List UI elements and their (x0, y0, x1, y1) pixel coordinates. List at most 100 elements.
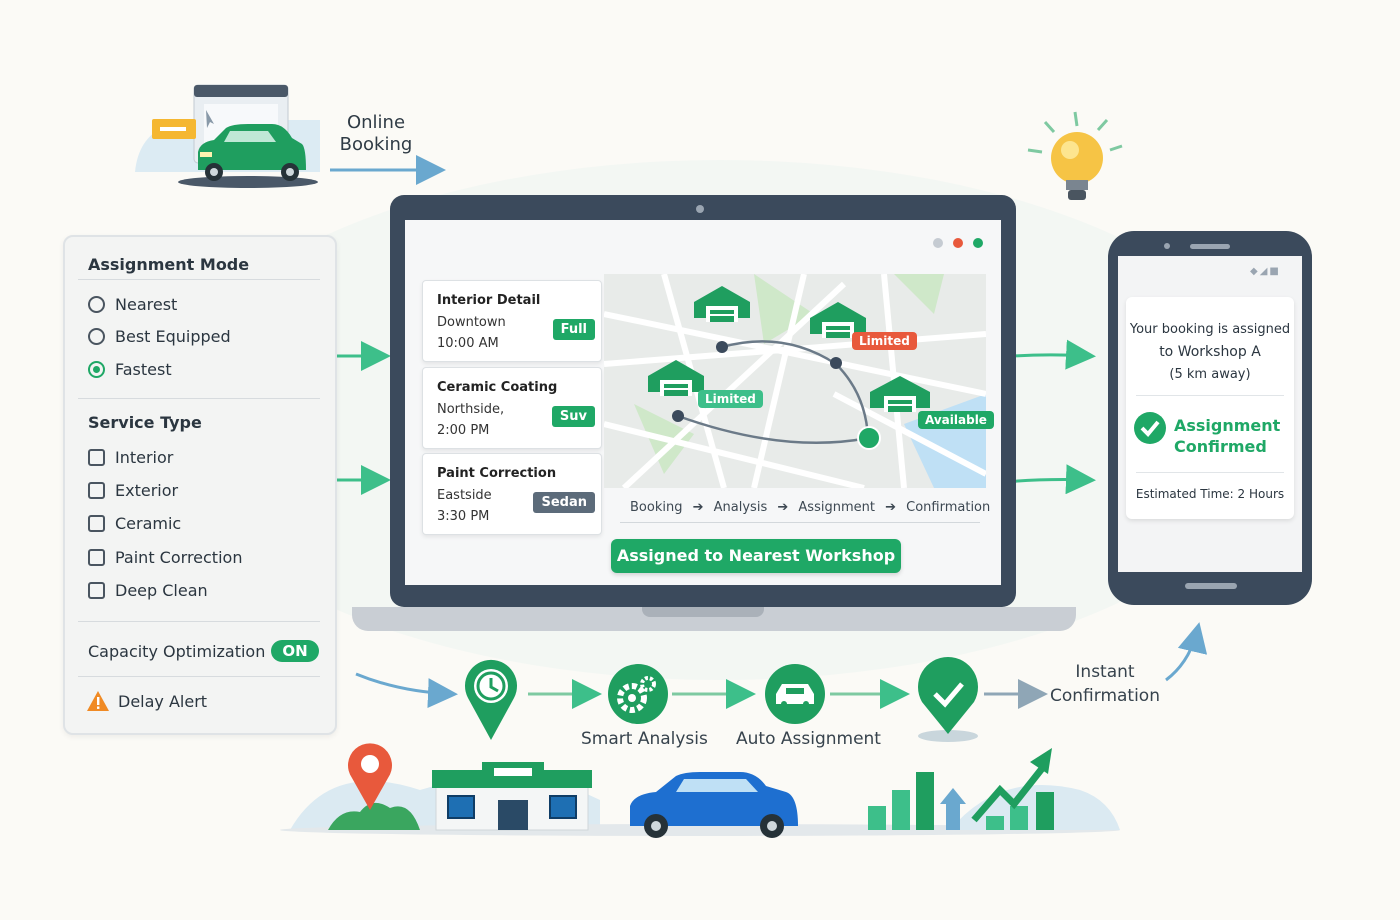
checkbox-label: Paint Correction (115, 548, 243, 567)
window-dot-grey[interactable] (933, 238, 943, 248)
instant-line1: Instant (1075, 662, 1135, 682)
warning-icon (87, 691, 109, 711)
checkbox-interior[interactable]: Interior (88, 448, 173, 467)
booking-location: Downtown (437, 315, 506, 330)
checkbox-paint-correction[interactable]: Paint Correction (88, 548, 242, 567)
checkbox-label: Exterior (115, 481, 179, 500)
assignment-mode-title: Assignment Mode (88, 255, 250, 274)
divider (78, 676, 320, 677)
divider (78, 398, 320, 399)
checkbox[interactable] (88, 549, 105, 566)
radio-label: Nearest (115, 295, 178, 314)
online-booking-caption: Online Booking (338, 112, 414, 156)
checkbox-label: Interior (115, 448, 174, 467)
radio-circle-selected[interactable] (88, 361, 105, 378)
camera-dot (696, 205, 704, 213)
booking-tag: Suv (551, 406, 595, 427)
radio-label: Fastest (115, 360, 172, 379)
booking-card[interactable]: Paint Correction Eastside 3:30 PM Sedan (422, 453, 602, 535)
booking-service: Ceramic Coating (437, 380, 558, 395)
home-bar[interactable] (1185, 583, 1237, 589)
assignment-confirmed: Assignment Confirmed (1174, 415, 1280, 457)
workshop-map[interactable] (604, 274, 986, 488)
arrow-right-icon: ➔ (692, 500, 704, 515)
radio-circle[interactable] (88, 296, 105, 313)
check-circle-icon (1134, 412, 1166, 444)
radio-fastest[interactable]: Fastest (88, 360, 172, 379)
booking-service: Interior Detail (437, 293, 541, 308)
workshop-pin-icon (870, 376, 930, 412)
workshop-pin-icon (648, 360, 704, 396)
flow-step: Booking (630, 500, 683, 515)
capacity-toggle[interactable]: ON (271, 640, 319, 662)
notification-line2: to Workshop A (1159, 344, 1261, 360)
workshop-pin-icon (694, 286, 750, 322)
checkbox[interactable] (88, 449, 105, 466)
settings-panel (63, 235, 337, 735)
booking-time: 3:30 PM (437, 509, 490, 524)
smart-analysis-label: Smart Analysis (581, 729, 708, 749)
phone-speaker (1190, 244, 1230, 249)
notification-card[interactable]: Your booking is assigned to Workshop A (… (1126, 297, 1294, 519)
radio-circle[interactable] (88, 328, 105, 345)
radio-label: Best Equipped (115, 327, 231, 346)
check-pin-icon (918, 657, 979, 742)
window-dot-red[interactable] (953, 238, 963, 248)
booking-service: Paint Correction (437, 466, 557, 481)
booking-location: Eastside (437, 488, 492, 503)
divider (1136, 395, 1284, 396)
booking-card[interactable]: Ceramic Coating Northside, 2:00 PM Suv (422, 367, 602, 449)
online-booking-line1: Online (346, 112, 406, 133)
capacity-label: Capacity Optimization (88, 641, 266, 661)
car-circle-icon (765, 664, 825, 724)
arrow-right-icon: ➔ (885, 500, 896, 515)
auto-assignment-label: Auto Assignment (736, 729, 881, 749)
map-badge-limited: Limited (852, 332, 917, 350)
confirmed-line2: Confirmed (1174, 437, 1267, 456)
flow-step: Confirmation (906, 500, 991, 515)
booking-tag: Sedan (533, 492, 595, 513)
arrow-right-icon: ➔ (777, 500, 789, 515)
confirmed-line1: Assignment (1174, 416, 1281, 435)
notification-line3: (5 km away) (1169, 367, 1251, 382)
flow-step: Assignment (798, 500, 875, 515)
assigned-workshop-button[interactable]: Assigned to Nearest Workshop (611, 539, 901, 573)
location-pin-icon (348, 743, 392, 810)
map-badge-available: Available (918, 411, 994, 429)
estimated-time: Estimated Time: 2 Hours (1135, 487, 1285, 501)
lightbulb-icon (1027, 111, 1123, 200)
checkbox[interactable] (88, 482, 105, 499)
radio-best-equipped[interactable]: Best Equipped (88, 327, 231, 346)
flow-step: Analysis (713, 500, 768, 515)
capacity-optimization-row: Capacity Optimization ON (88, 640, 319, 662)
divider (1136, 472, 1284, 473)
booking-tag: Full (552, 319, 595, 340)
checkbox-exterior[interactable]: Exterior (88, 481, 178, 500)
booking-card[interactable]: Interior Detail Downtown 10:00 AM Full (422, 280, 602, 362)
gear-icon (608, 664, 668, 724)
phone-camera (1164, 243, 1170, 249)
laptop-notch (642, 607, 764, 617)
checkbox-label: Ceramic (115, 514, 182, 533)
online-booking-line2: Booking (339, 134, 413, 155)
radio-nearest[interactable]: Nearest (88, 295, 177, 314)
map-badge-limited: Limited (698, 390, 763, 408)
divider (620, 522, 980, 523)
clock-pin-icon (465, 659, 517, 740)
booking-time: 10:00 AM (437, 336, 499, 351)
booking-location: Northside, (437, 402, 505, 417)
delay-alert-label: Delay Alert (118, 691, 208, 711)
signal-icon: ◆◢■ (1250, 266, 1281, 277)
workshop-pin-icon (810, 302, 866, 338)
booking-time: 2:00 PM (437, 423, 490, 438)
checkbox-ceramic[interactable]: Ceramic (88, 514, 181, 533)
checkbox[interactable] (88, 582, 105, 599)
notification-line1: Your booking is assigned (1129, 322, 1291, 337)
online-booking-illustration (135, 84, 320, 188)
divider (78, 279, 320, 280)
delay-alert-row[interactable]: Delay Alert (86, 690, 207, 712)
checkbox-deep-clean[interactable]: Deep Clean (88, 581, 208, 600)
instant-confirmation-label: Instant Confirmation (1050, 660, 1160, 708)
window-dot-green[interactable] (973, 238, 983, 248)
checkbox[interactable] (88, 515, 105, 532)
